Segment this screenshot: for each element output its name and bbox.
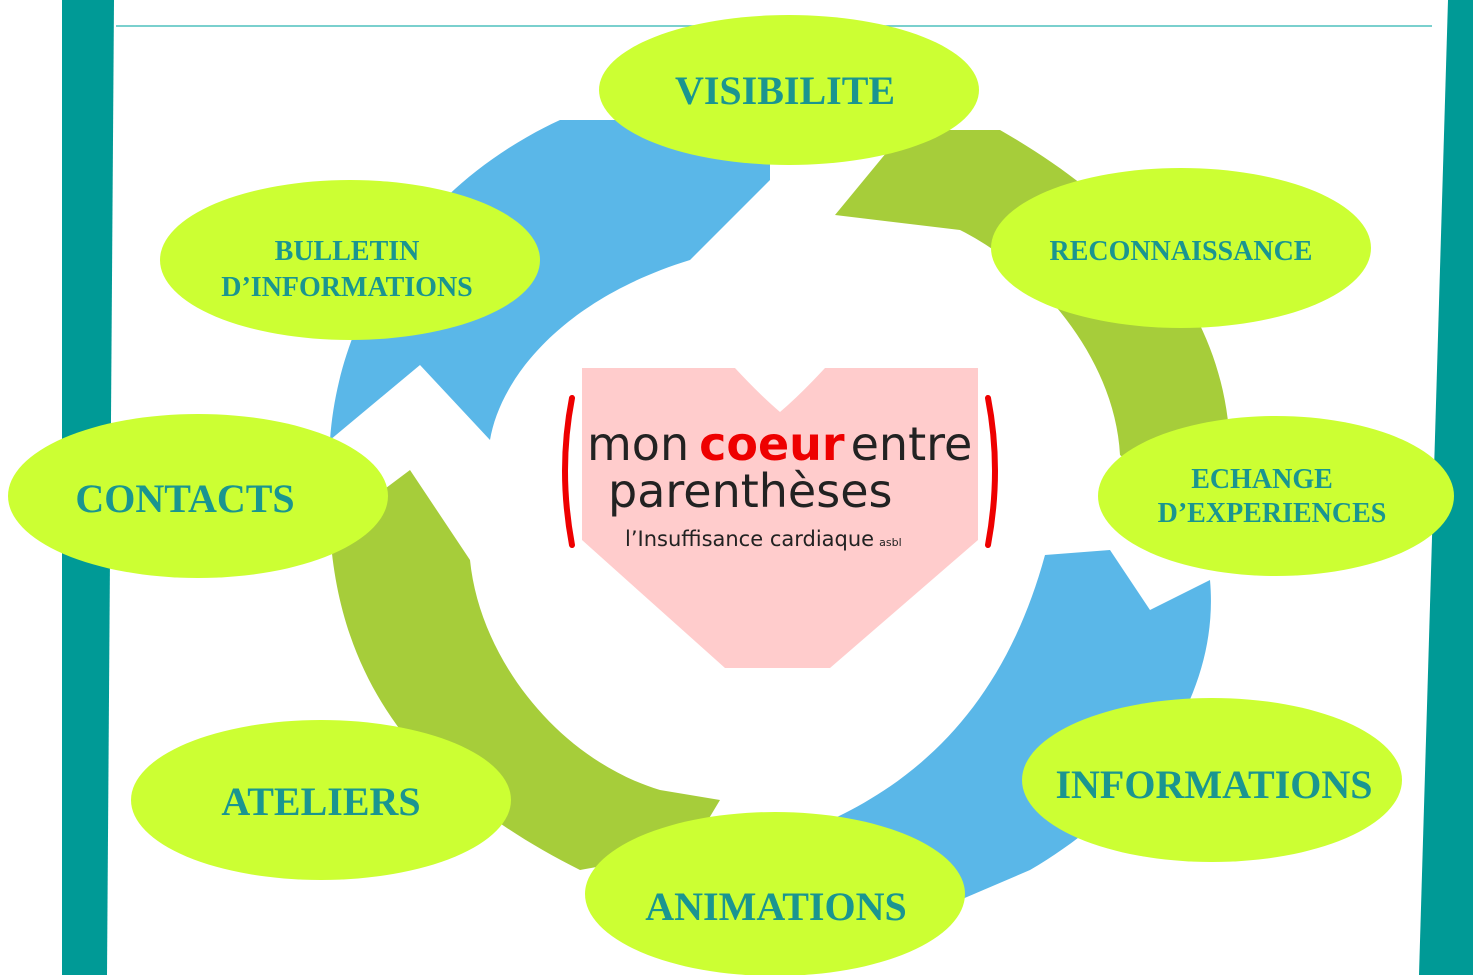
node-bulletin-informations: BULLETIN D’INFORMATIONS [160, 180, 540, 340]
node-animations: ANIMATIONS [585, 812, 965, 975]
left-bracket [562, 395, 575, 548]
logo-line-2: parenthèses [608, 464, 892, 518]
arrow-segment-green-right [835, 130, 1231, 495]
node-label: INFORMATIONS [1055, 762, 1372, 807]
node-ellipse [585, 812, 965, 975]
node-label: RECONNAISSANCE [1050, 236, 1313, 267]
logo-suffix: asbl [879, 536, 902, 549]
arrow-segment-blue-top [330, 120, 770, 440]
node-echange-experiences: ECHANGE D’EXPERIENCES [1098, 416, 1454, 576]
node-label: ATELIERS [221, 779, 420, 824]
node-contacts: CONTACTS [8, 414, 388, 578]
node-ellipse [1022, 698, 1402, 862]
node-label-line-1: ECHANGE [1191, 464, 1333, 495]
node-ellipse [599, 15, 979, 165]
node-ellipse [160, 180, 540, 340]
node-informations: INFORMATIONS [1022, 698, 1402, 862]
node-label: VISIBILITE [675, 68, 895, 113]
logo-line-3: l’Insuffisance cardiaque asbl [625, 527, 902, 551]
node-label: CONTACTS [75, 476, 294, 521]
node-ateliers: ATELIERS [131, 720, 511, 880]
logo-word-entre: entre [851, 417, 973, 471]
node-ellipse [1098, 416, 1454, 576]
node-ellipse [131, 720, 511, 880]
logo-word-mon: mon [587, 417, 689, 471]
node-label: ANIMATIONS [645, 884, 907, 929]
logo-subtitle: l’Insuffisance cardiaque [625, 527, 874, 551]
heart-shape [582, 368, 978, 668]
logo-word-coeur: coeur [699, 417, 845, 471]
arrow-segment-green-left [330, 470, 720, 870]
right-bracket [985, 395, 998, 548]
node-ellipse [8, 414, 388, 578]
node-label-line-1: BULLETIN [275, 236, 420, 267]
node-label-line-2: D’EXPERIENCES [1158, 498, 1387, 529]
node-label-line-2: D’INFORMATIONS [221, 272, 472, 303]
node-reconnaissance: RECONNAISSANCE [991, 168, 1371, 328]
node-visibilite: VISIBILITE [599, 15, 979, 165]
node-ellipse [991, 168, 1371, 328]
